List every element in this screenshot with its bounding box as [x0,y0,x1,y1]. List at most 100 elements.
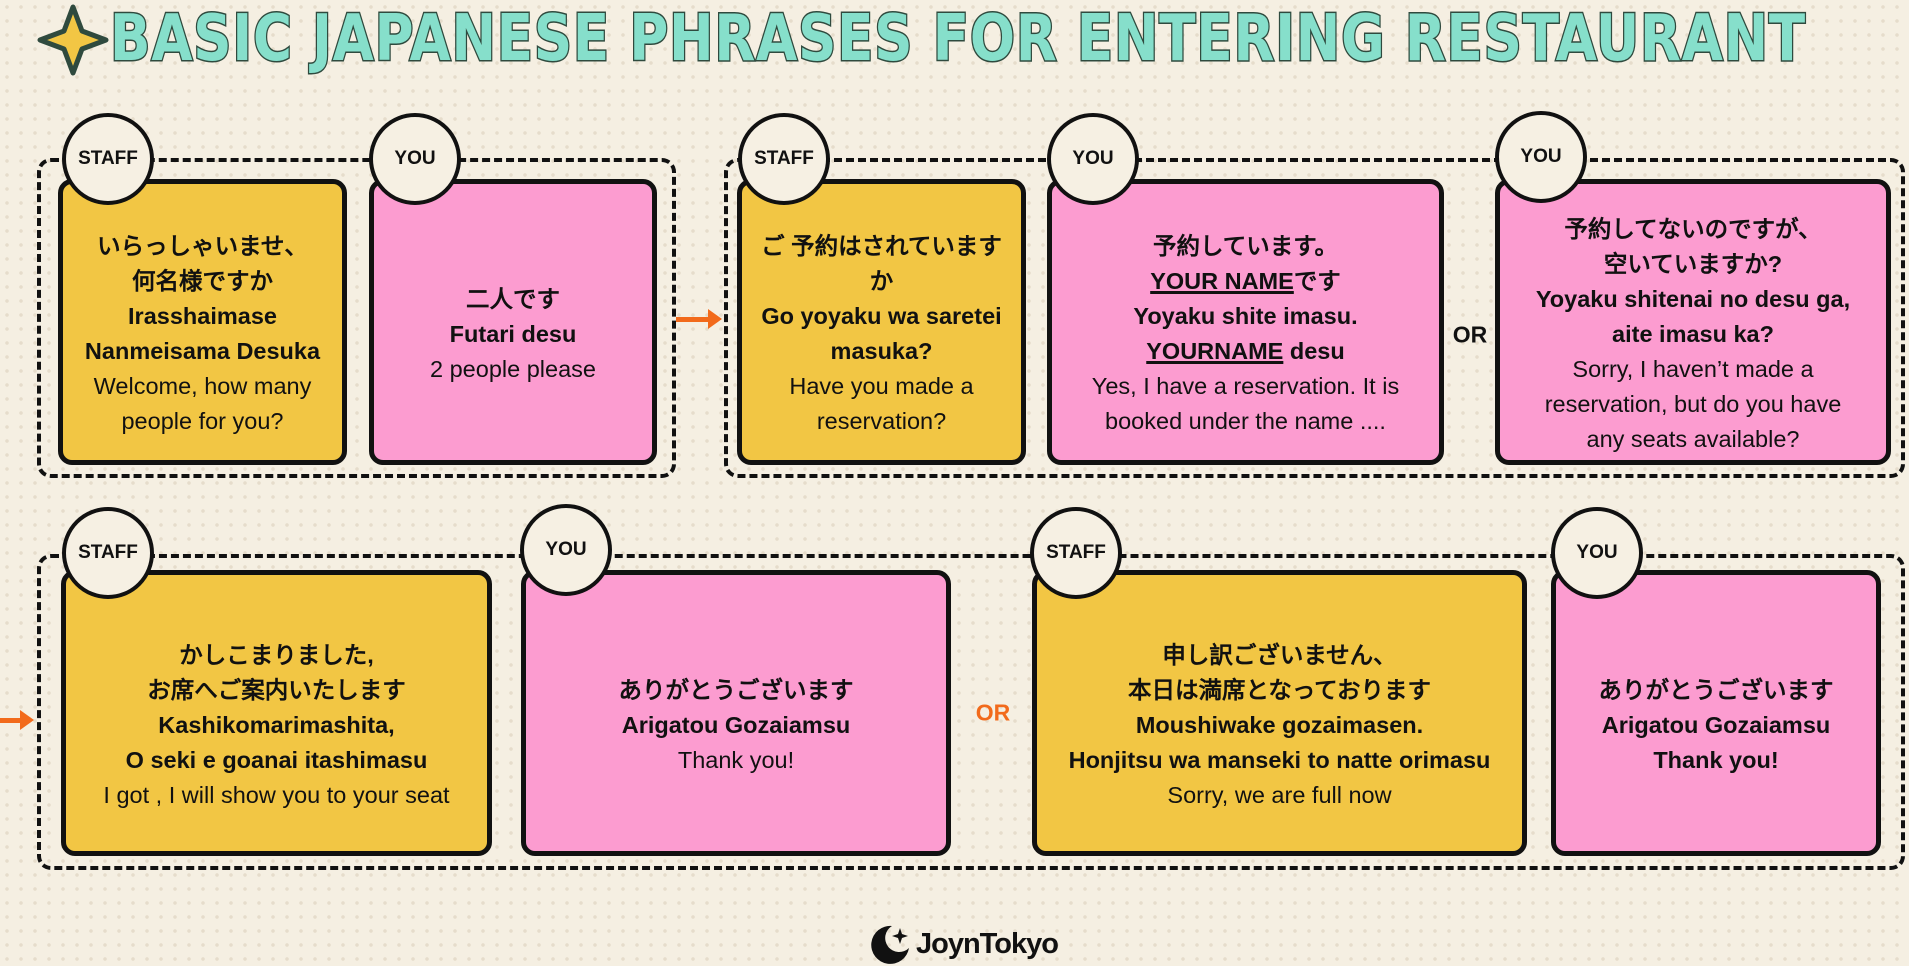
phrase-text: いらっしゃいませ、 [97,233,308,259]
speaker-badge: STAFF [62,507,154,599]
phrase-line: Moushiwake gozaimasen. [1136,708,1423,743]
phrase-line: Arigatou Gozaiamsu [1602,708,1831,743]
translation-line: reservation, but do you have [1544,390,1842,417]
phrase-text: desu [1283,338,1345,364]
phrase-text: 予約してないのですが、 [1564,215,1822,242]
phrase-line: 予約してないのですが、 [1564,212,1821,247]
speaker-badge: STAFF [62,113,154,205]
phrase-line: masuka? [831,334,933,369]
logo-text: JoynTokyo [916,927,1059,960]
phrase-text: Arigatou Gozaiamsu [1601,711,1831,738]
page-title: Basic Japanese Phrases for Entering Rest… [109,1,1807,78]
speaker-badge: YOU [1047,113,1139,205]
translation-line: people for you? [121,408,284,434]
translation-line: any seats available? [1586,425,1800,452]
star-icon [37,4,109,76]
phrase-line: 予約しています。 [1153,229,1338,264]
speaker-badge: YOU [369,113,461,205]
phrase-text: aite imasu ka? [1612,320,1774,347]
phrase-line: Nanmeisama Desuka [85,334,320,369]
phrase-line: いらっしゃいませ、 [97,229,308,264]
dialog-group-2 [724,158,1905,478]
translation-line: Yes, I have a reservation. It is [1091,373,1400,399]
phrase-line: Thank you! [1653,743,1778,778]
phrase-line: 本日は満席となっております [1128,673,1431,708]
phrase-text: ありがとうございます [1598,676,1834,703]
phrase-line: お席へご案内いたします [147,673,406,708]
phrase-card-6: かしこまりました, お席へご案内いたします Kashikomarimashita, O… [61,570,492,856]
moon-star-icon [871,925,909,964]
translation-line: Welcome, how many [93,373,312,399]
arrow-icon [676,309,722,329]
phrase-text: Honjitsu wa manseki to natte orimasu [1068,746,1491,773]
phrase-text: Futari desu [449,320,577,347]
phrase-line: 空いていますか? [1604,247,1782,282]
phrase-line: Yoyaku shitenai no desu ga, [1536,282,1850,317]
speaker-badge: STAFF [1030,507,1122,599]
phrase-text: か [869,268,894,294]
phrase-text: O seki e goanai itashimasu [125,746,428,773]
phrase-card-5: 予約してないのですが、空いていますか? Yoyaku shitenai no de… [1495,179,1891,465]
translation-line: Have you made a [789,373,974,399]
phrase-text: 予約しています。 [1153,233,1338,259]
phrase-line: かしこまりました, [179,638,374,673]
phrase-line: Go yoyaku wa saretei [761,299,1001,334]
phrase-text: Go yoyaku wa saretei [761,303,1002,329]
phrase-text: です [1293,268,1341,294]
phrase-text: ありがとうございます [618,676,854,703]
phrase-line: O seki e goanai itashimasu [126,743,428,778]
translation-line: reservation? [816,408,947,434]
phrase-line: Honjitsu wa manseki to natte orimasu [1069,743,1491,778]
phrase-line: ご 予約はされています [761,229,1002,264]
translation-line: Thank you! [677,746,795,773]
phrase-text: Yoyaku shite imasu. [1133,303,1358,329]
or-label: OR [975,699,1011,726]
phrase-text: 二人です [466,285,560,312]
phrase-line: ありがとうございます [619,673,854,708]
phrase-text: Irasshaimase [128,303,277,329]
phrase-line: YOUR NAMEです [1150,264,1341,299]
speaker-badge: STAFF [738,113,830,205]
translation-line: Sorry, we are full now [1167,781,1392,808]
translation-line: 2 people please [430,355,596,382]
phrase-text: Kashikomarimashita, [158,711,395,738]
arrow-icon [0,710,34,730]
name-placeholder: YOUR NAME [1150,268,1294,294]
phrase-text: 本日は満席となっております [1128,676,1431,703]
phrase-text: Yoyaku shitenai no desu ga, [1535,285,1851,312]
phrase-card-3: ご 予約はされていますか Go yoyaku wa saretei masuka? H… [737,179,1026,465]
phrase-text: Arigatou Gozaiamsu [621,711,851,738]
phrase-card-8: 申し訳ございません、本日は満席となっております Moushiwake gozaim… [1032,570,1527,856]
phrase-line: 申し訳ございません、 [1162,638,1396,673]
logo: JoynTokyo [868,922,1059,966]
speaker-badge: YOU [1551,507,1643,599]
phrase-card-4: 予約しています。 YOUR NAMEです Yoyaku shite imasu. YO… [1047,179,1444,465]
speaker-badge: YOU [1495,111,1587,203]
phrase-line: YOURNAME desu [1146,334,1344,369]
translation-line: Sorry, I haven’t made a [1572,355,1814,382]
phrase-text: 何名様ですか [132,268,273,294]
phrase-text: 申し訳ございません、 [1162,641,1397,668]
or-label: OR [1452,321,1488,348]
translation-line: I got , I will show you to your seat [103,781,450,808]
phrase-line: aite imasu ka? [1612,317,1774,352]
phrase-text: ご 予約はされています [761,233,1002,259]
translation-line: booked under the name .... [1105,408,1386,434]
phrase-text: お席へご案内いたします [147,676,406,703]
phrase-text: 空いていますか? [1603,250,1783,277]
phrase-line: 二人です [466,282,560,317]
phrase-line: Yoyaku shite imasu. [1133,299,1357,334]
phrase-line: Irasshaimase [128,299,277,334]
name-placeholder: YOURNAME [1146,338,1284,364]
phrase-line: Kashikomarimashita, [158,708,394,743]
phrase-text: Nanmeisama Desuka [84,338,321,364]
phrase-line: 何名様ですか [132,264,273,299]
phrase-card-2: 二人です Futari desu 2 people please [369,179,657,465]
phrase-text: masuka? [830,338,933,364]
phrase-text: Moushiwake gozaimasen. [1135,711,1424,738]
phrase-line: Futari desu [450,317,577,352]
phrase-line: か [870,264,894,299]
phrase-line: ありがとうございます [1599,673,1834,708]
